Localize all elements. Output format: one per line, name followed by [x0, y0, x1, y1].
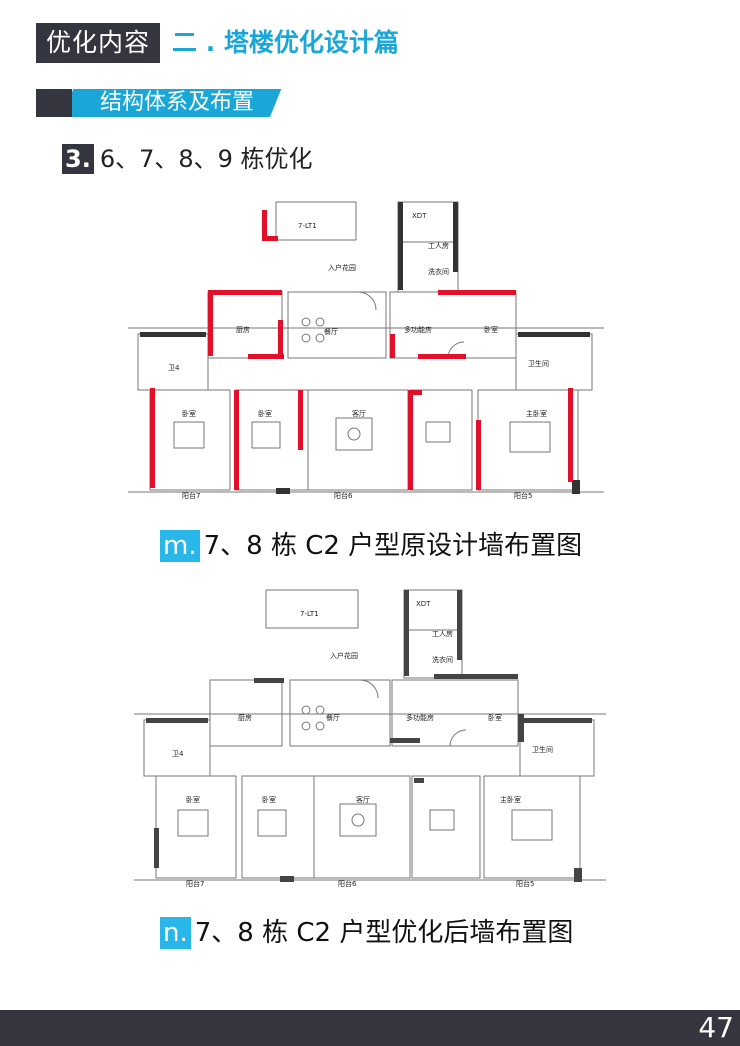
label-wc: 卫4 — [172, 750, 184, 758]
label-wc: 卫4 — [168, 364, 180, 372]
label-elevator: 7-LT1 — [300, 610, 319, 618]
label-balcony6: 阳台6 — [338, 879, 357, 888]
section-banner: 结构体系及布置 — [36, 89, 282, 117]
label-bedroom-ne: 卧室 — [488, 713, 502, 722]
label-entry: 入户花园 — [328, 263, 356, 272]
subheading: 3.6、7、8、9 栋优化 — [62, 144, 313, 174]
highlighted-walls — [150, 210, 573, 490]
label-dining: 餐厅 — [326, 713, 340, 722]
label-multi: 多功能房 — [404, 325, 432, 334]
floor-plan-optimized-drawing: 7-LT1 XDT 入户花园 餐厅 厨房 多功能房 卧室 卧室 卧室 客厅 主卧… — [134, 589, 606, 888]
caption-optimized: n.7、8 栋 C2 户型优化后墙布置图 — [160, 917, 573, 949]
caption-original-tag: m. — [160, 530, 200, 562]
label-bedroom-2: 卧室 — [262, 795, 276, 804]
label-living: 客厅 — [352, 409, 366, 418]
optimized-walls — [146, 590, 592, 882]
caption-optimized-text: 7、8 栋 C2 户型优化后墙布置图 — [194, 918, 574, 948]
label-balcony5: 阳台5 — [516, 879, 534, 888]
subheading-text: 6、7、8、9 栋优化 — [99, 145, 313, 173]
label-master: 主卧室 — [500, 795, 521, 804]
caption-optimized-tag: n. — [160, 917, 191, 949]
label-kitchen: 厨房 — [238, 713, 252, 722]
label-bedroom-1: 卧室 — [182, 409, 196, 418]
label-balcony6: 阳台6 — [334, 491, 353, 500]
subheading-number: 3. — [62, 144, 94, 174]
label-entry: 入户花园 — [330, 651, 358, 660]
label-laundry: 洗衣间 — [428, 267, 449, 276]
label-multi: 多功能房 — [406, 713, 434, 722]
label-bedroom-1: 卧室 — [186, 795, 200, 804]
caption-original-text: 7、8 栋 C2 户型原设计墙布置图 — [203, 531, 583, 561]
label-master: 主卧室 — [526, 409, 547, 418]
page-footer: 47 — [0, 1010, 740, 1046]
header-section-label: 优化内容 — [36, 23, 160, 63]
label-laundry: 洗衣间 — [432, 655, 453, 664]
label-bedroom-ne: 卧室 — [484, 325, 498, 334]
label-worker: 工人房 — [428, 241, 449, 250]
header-title: 二 . 塔楼优化设计篇 — [172, 28, 399, 57]
label-xdt: XDT — [412, 212, 427, 220]
page-number: 47 — [698, 1011, 734, 1044]
section-banner-block — [36, 89, 72, 117]
floor-plan-original-drawing: 7-LT1 XDT 入户花园 餐厅 厨房 多功能房 卧室 卧室 卧室 客厅 主卧… — [128, 201, 604, 500]
label-kitchen: 厨房 — [236, 325, 250, 334]
label-bath: 卫生间 — [528, 359, 549, 368]
label-balcony5: 阳台5 — [514, 491, 532, 500]
label-living: 客厅 — [356, 795, 370, 804]
label-bedroom-2: 卧室 — [258, 409, 272, 418]
section-label: 结构体系及布置 — [100, 90, 255, 115]
label-dining: 餐厅 — [324, 327, 338, 336]
label-elevator: 7-LT1 — [298, 222, 317, 230]
floor-plan-optimized: 7-LT1 XDT 入户花园 餐厅 厨房 多功能房 卧室 卧室 卧室 客厅 主卧… — [134, 588, 606, 890]
label-xdt: XDT — [416, 600, 431, 608]
label-bath: 卫生间 — [532, 745, 553, 754]
caption-original: m.7、8 栋 C2 户型原设计墙布置图 — [160, 530, 582, 562]
label-worker: 工人房 — [432, 629, 453, 638]
label-balcony7: 阳台7 — [182, 491, 200, 500]
floor-plan-original: 7-LT1 XDT 入户花园 餐厅 厨房 多功能房 卧室 卧室 卧室 客厅 主卧… — [128, 200, 604, 502]
label-balcony7: 阳台7 — [186, 879, 204, 888]
